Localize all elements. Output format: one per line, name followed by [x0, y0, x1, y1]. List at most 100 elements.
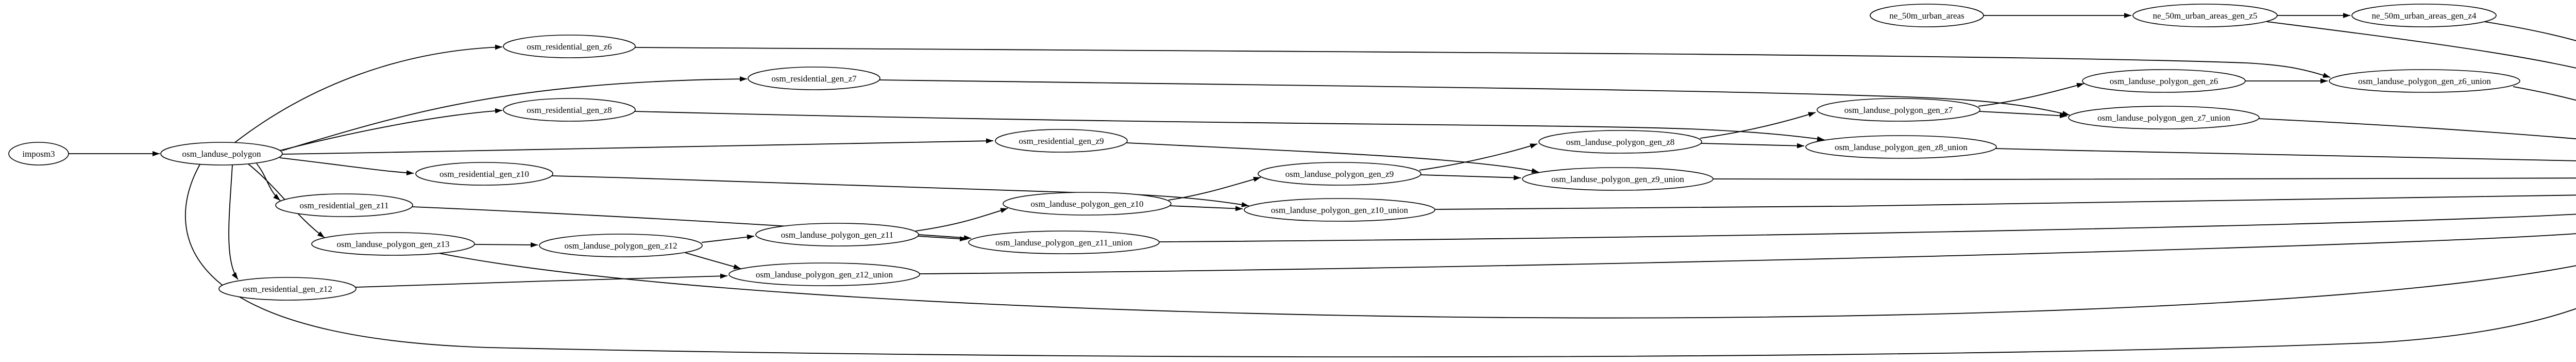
edge-lp-res-z11 — [256, 163, 281, 201]
edge-res-z9-union-z9 — [1126, 142, 1539, 173]
edge-gen-z13-gen-z12 — [474, 242, 538, 248]
edge-union-z11-row-z11 — [1159, 213, 2576, 242]
edge-res-z6-union-z6 — [634, 47, 2331, 78]
edge-gen-z9-gen-z8 — [1419, 143, 1538, 171]
node-osm-landuse-polygon-gen-z8-shape — [1538, 130, 1702, 154]
edge-gen-z13-row-z13 — [438, 253, 2576, 319]
node-osm-landuse-polygon-gen-z10-shape — [1003, 192, 1172, 216]
node-osm-landuse-polygon-gen-z11-union-label: osm_landuse_polygon_gen_z11_union — [995, 238, 1132, 248]
node-osm-residential-gen-z8: osm_residential_gen_z8 — [503, 98, 636, 122]
edge-union-z9-row-z9 — [1713, 178, 2576, 180]
edge-res-z8-union-z8 — [634, 111, 1825, 142]
node-osm-landuse-polygon-gen-z10: osm_landuse_polygon_gen_z10 — [1003, 192, 1172, 216]
node-imposm3-shape — [8, 142, 69, 166]
node-osm-residential-gen-z6-label: osm_residential_gen_z6 — [527, 42, 612, 52]
node-osm-residential-gen-z11-label: osm_residential_gen_z11 — [299, 201, 388, 210]
node-osm-residential-gen-z8-shape — [503, 98, 636, 122]
node-osm-landuse-polygon-gen-z7: osm_landuse_polygon_gen_z7 — [1817, 98, 1980, 122]
node-imposm3-label: imposm3 — [22, 149, 55, 159]
node-osm-residential-gen-z9: osm_residential_gen_z9 — [995, 129, 1128, 153]
node-ne-50m-urban-areas: ne_50m_urban_areas — [1870, 4, 1984, 27]
edge-gen-z9-union-z9 — [1420, 174, 1521, 180]
node-osm-landuse-polygon-gen-z11-shape — [755, 223, 919, 246]
node-osm-landuse-polygon-gen-z6-union-label: osm_landuse_polygon_gen_z6_union — [2358, 76, 2491, 86]
node-ne-50m-urban-areas-gen-z5-shape — [2132, 4, 2278, 27]
node-ne-50m-urban-areas-gen-z4: ne_50m_urban_areas_gen_z4 — [2351, 4, 2497, 27]
node-osm-landuse-polygon: osm_landuse_polygon — [160, 142, 283, 166]
edge-lp-res-z10 — [279, 157, 414, 176]
node-osm-residential-gen-z9-label: osm_residential_gen_z9 — [1019, 136, 1104, 146]
node-osm-landuse-polygon-gen-z9: osm_landuse_polygon_gen_z9 — [1258, 162, 1421, 186]
node-osm-landuse-polygon-gen-z9-label: osm_landuse_polygon_gen_z9 — [1285, 169, 1394, 179]
node-osm-landuse-polygon-gen-z6-union-shape — [2329, 69, 2520, 93]
node-osm-landuse-polygon-gen-z13: osm_landuse_polygon_gen_z13 — [311, 232, 475, 256]
node-osm-residential-gen-z10-label: osm_residential_gen_z10 — [439, 169, 529, 179]
node-osm-residential-gen-z10-shape — [415, 162, 553, 186]
node-ne-50m-urban-areas-gen-z4-label: ne_50m_urban_areas_gen_z4 — [2372, 11, 2477, 21]
edge-lp-res-z9 — [282, 138, 994, 155]
node-ne-50m-urban-areas-gen-z4-shape — [2351, 4, 2497, 27]
node-osm-landuse-polygon-gen-z13-label: osm_landuse_polygon_gen_z13 — [336, 239, 449, 249]
edge-res-z7-union-z7 — [879, 79, 2070, 116]
node-osm-landuse-polygon-gen-z10-label: osm_landuse_polygon_gen_z10 — [1030, 199, 1143, 209]
node-osm-residential-gen-z9-shape — [995, 129, 1128, 153]
node-osm-landuse-polygon-gen-z6: osm_landuse_polygon_gen_z6 — [2082, 69, 2246, 93]
node-osm-landuse-polygon-gen-z9-shape — [1258, 162, 1421, 186]
edge-gen-z10-union-z10 — [1169, 205, 1243, 211]
node-osm-landuse-polygon-gen-z7-label: osm_landuse_polygon_gen_z7 — [1844, 105, 1953, 115]
node-osm-landuse-polygon-shape — [160, 142, 283, 166]
node-ne-50m-urban-areas-shape — [1870, 4, 1984, 27]
edge-ne50m-z5-row-z5 — [2266, 21, 2576, 69]
node-osm-landuse-polygon-gen-z10-union-label: osm_landuse_polygon_gen_z10_union — [1271, 205, 1409, 215]
node-osm-landuse-polygon-gen-z6-label: osm_landuse_polygon_gen_z6 — [2110, 76, 2218, 86]
edge-lp-res-z7 — [282, 76, 748, 151]
node-osm-residential-gen-z10: osm_residential_gen_z10 — [415, 162, 553, 186]
node-ne-50m-urban-areas-gen-z5-label: ne_50m_urban_areas_gen_z5 — [2153, 11, 2258, 21]
edge-ne50m-z4-row-z4 — [2484, 21, 2576, 41]
edge-gen-z7-gen-z6 — [1978, 83, 2084, 107]
node-osm-residential-gen-z6: osm_residential_gen_z6 — [503, 35, 636, 58]
node-layer: imposm3 osm_landuse_polygon osm_resident… — [8, 4, 2520, 301]
node-osm-landuse-polygon-gen-z12-union: osm_landuse_polygon_gen_z12_union — [728, 262, 920, 286]
edge-union-z10-row-z10 — [1434, 195, 2576, 210]
edge-gen-z11-gen-z10 — [915, 208, 1008, 232]
edge-lp-row-z14 — [185, 164, 2576, 358]
edge-gen-z12-gen-z11 — [701, 234, 755, 243]
node-osm-residential-gen-z12-label: osm_residential_gen_z12 — [243, 284, 332, 294]
node-osm-residential-gen-z8-label: osm_residential_gen_z8 — [527, 105, 612, 115]
edge-gen-z11-union-z11 — [918, 236, 968, 242]
node-osm-landuse-polygon-gen-z9-union: osm_landuse_polygon_gen_z9_union — [1522, 167, 1714, 191]
edge-union-z12-row-z12 — [919, 233, 2576, 274]
node-osm-residential-gen-z11-shape — [275, 193, 413, 217]
node-osm-landuse-polygon-gen-z12-shape — [539, 234, 703, 257]
node-osm-landuse-polygon-gen-z13-shape — [311, 232, 475, 256]
node-osm-landuse-polygon-gen-z11-union: osm_landuse_polygon_gen_z11_union — [968, 231, 1160, 254]
edge-lp-res-z8 — [279, 108, 503, 151]
node-osm-residential-gen-z6-shape — [503, 35, 636, 58]
node-osm-landuse-polygon-gen-z7-union-label: osm_landuse_polygon_gen_z7_union — [2097, 113, 2230, 123]
edge-res-z12-union-z12 — [355, 273, 728, 288]
node-osm-landuse-polygon-gen-z11-union-shape — [968, 231, 1160, 254]
node-osm-residential-gen-z12-shape — [218, 277, 357, 301]
node-osm-landuse-polygon-gen-z8-union: osm_landuse_polygon_gen_z8_union — [1805, 135, 1997, 159]
node-imposm3: imposm3 — [8, 142, 69, 166]
node-osm-landuse-polygon-gen-z9-union-label: osm_landuse_polygon_gen_z9_union — [1551, 174, 1684, 184]
node-osm-landuse-polygon-label: osm_landuse_polygon — [182, 149, 261, 159]
edge-gen-z8-gen-z7 — [1700, 112, 1816, 139]
edge-layer — [69, 13, 2576, 358]
edge-lp-res-z6 — [234, 44, 503, 143]
node-osm-landuse-polygon-gen-z7-union-shape — [2068, 106, 2260, 129]
node-osm-residential-gen-z7-label: osm_residential_gen_z7 — [771, 74, 857, 84]
node-osm-landuse-polygon-gen-z10-union: osm_landuse_polygon_gen_z10_union — [1244, 198, 1435, 222]
node-osm-residential-gen-z7: osm_residential_gen_z7 — [748, 67, 880, 90]
node-osm-landuse-polygon-gen-z6-shape — [2082, 69, 2246, 93]
node-osm-residential-gen-z7-shape — [748, 67, 880, 90]
node-ne-50m-urban-areas-gen-z5: ne_50m_urban_areas_gen_z5 — [2132, 4, 2278, 27]
node-osm-landuse-polygon-gen-z8: osm_landuse_polygon_gen_z8 — [1538, 130, 1702, 154]
node-osm-landuse-polygon-gen-z11-label: osm_landuse_polygon_gen_z11 — [781, 230, 893, 240]
node-osm-landuse-polygon-gen-z7-union: osm_landuse_polygon_gen_z7_union — [2068, 106, 2260, 129]
edge-union-z8-row-z8 — [1994, 148, 2576, 162]
edge-lp-res-z12 — [228, 164, 239, 280]
node-osm-landuse-polygon-gen-z12-union-shape — [728, 262, 920, 286]
node-osm-landuse-polygon-gen-z10-union-shape — [1244, 198, 1435, 222]
